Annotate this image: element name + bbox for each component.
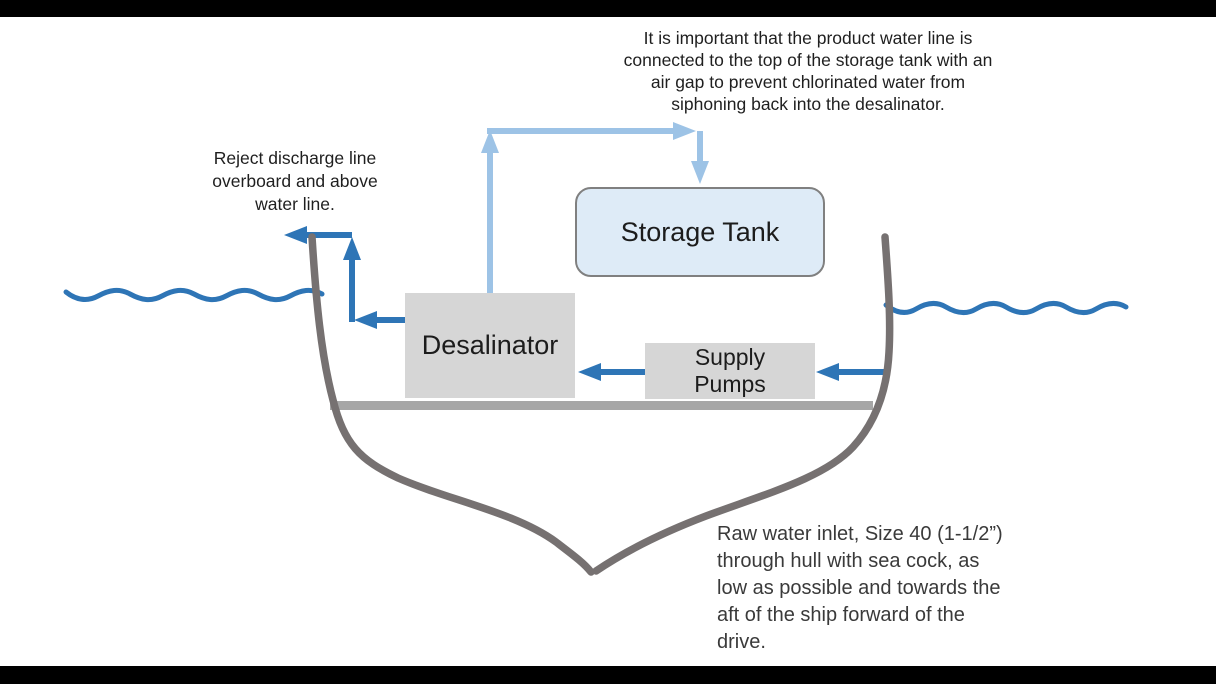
reject-discharge-line xyxy=(284,226,406,329)
water-line-left xyxy=(63,287,325,303)
storage-tank-label: Storage Tank xyxy=(620,216,780,247)
deck-line xyxy=(330,401,873,410)
letterbox-bottom xyxy=(0,666,1216,684)
arrow-up-icon xyxy=(481,130,499,153)
product-water-line xyxy=(481,122,709,293)
water-line-right xyxy=(883,300,1129,316)
arrow-left-icon xyxy=(354,311,377,329)
storage-tank-box: Storage Tank xyxy=(575,187,825,277)
arrow-right-icon xyxy=(673,122,696,140)
arrow-down-icon xyxy=(691,161,709,184)
supply-pumps-label: Supply Pumps xyxy=(694,344,766,397)
desalinator-label: Desalinator xyxy=(421,330,559,360)
arrow-up-icon xyxy=(343,237,361,260)
product-water-note: It is important that the product water l… xyxy=(623,28,993,114)
supply-line xyxy=(578,363,645,381)
hull-outline xyxy=(308,233,894,576)
hull-left-side xyxy=(308,233,595,576)
raw-water-inlet-line xyxy=(816,363,889,381)
desalinator-box: Desalinator xyxy=(405,293,575,398)
reject-discharge-note: Reject discharge line overboard and abov… xyxy=(212,148,378,214)
hull-right-side xyxy=(592,233,894,575)
supply-pumps-box: Supply Pumps xyxy=(645,343,815,399)
raw-water-inlet-note: Raw water inlet, Size 40 (1-1/2”) throug… xyxy=(717,523,1003,653)
arrow-left-icon xyxy=(284,226,307,244)
arrow-left-icon xyxy=(816,363,839,381)
arrow-left-icon xyxy=(578,363,601,381)
letterbox-top xyxy=(0,0,1216,17)
